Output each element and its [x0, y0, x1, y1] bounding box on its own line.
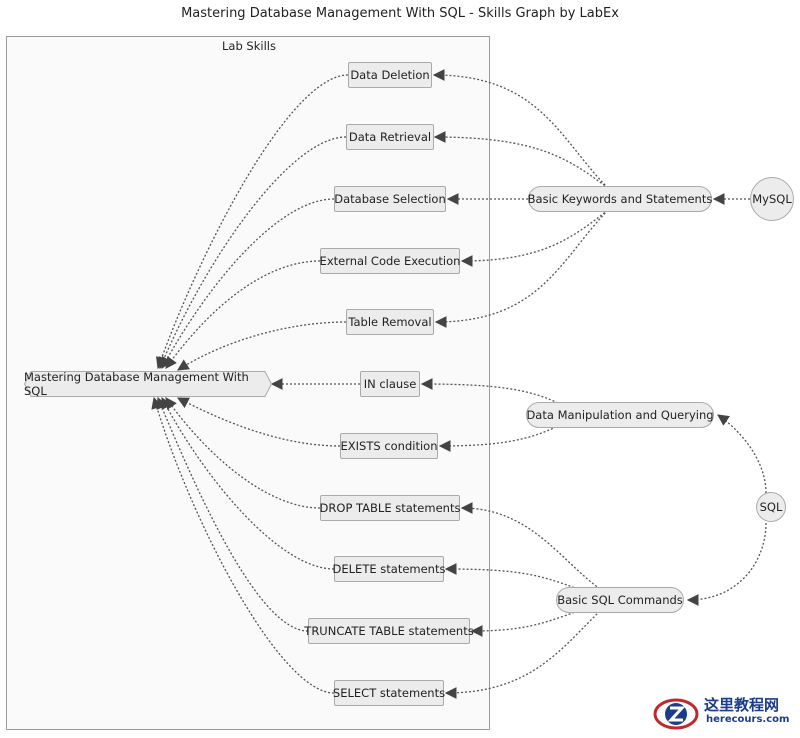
skill-label: Data Retrieval	[348, 130, 432, 144]
skill-node-table-removal[interactable]: Table Removal	[346, 309, 434, 335]
skill-node-delete-statements[interactable]: DELETE statements	[332, 556, 446, 582]
root-label: MySQL	[752, 192, 792, 206]
root-label: SQL	[759, 500, 783, 514]
group-node-basic-keywords[interactable]: Basic Keywords and Statements	[528, 186, 712, 212]
watermark-logo: 这里教程网 herecours.com	[652, 692, 798, 734]
skill-node-exists-condition[interactable]: EXISTS condition	[340, 433, 438, 459]
watermark-cn-text: 这里教程网	[704, 696, 780, 714]
skill-label: Table Removal	[348, 315, 432, 329]
skill-label: SELECT statements	[332, 686, 446, 700]
skill-label: Data Deletion	[350, 68, 430, 82]
skill-label: Database Selection	[334, 192, 446, 206]
skill-label: TRUNCATE TABLE statements	[304, 624, 474, 638]
group-node-data-manipulation[interactable]: Data Manipulation and Querying	[526, 402, 714, 428]
edge-sql-to-dmq	[717, 414, 767, 494]
skill-node-database-selection[interactable]: Database Selection	[334, 186, 446, 212]
skill-label: DELETE statements	[332, 562, 446, 576]
hexagon-shape	[24, 371, 272, 397]
center-node-label: Mastering Database Management With SQL	[24, 370, 249, 398]
skill-node-drop-table[interactable]: DROP TABLE statements	[320, 495, 460, 521]
skill-node-truncate-table[interactable]: TRUNCATE TABLE statements	[304, 618, 474, 644]
z-logo-icon	[653, 698, 699, 730]
skill-node-select-statements[interactable]: SELECT statements	[332, 680, 446, 706]
group-label: Basic Keywords and Statements	[527, 192, 713, 206]
skill-label: DROP TABLE statements	[319, 501, 461, 515]
group-node-basic-sql-commands[interactable]: Basic SQL Commands	[556, 587, 684, 613]
root-node-mysql[interactable]: MySQL	[750, 177, 794, 221]
skill-node-data-deletion[interactable]: Data Deletion	[348, 62, 432, 88]
cluster-label: Lab Skills	[222, 39, 276, 53]
center-node-mastering-db[interactable]: Mastering Database Management With SQL	[24, 370, 272, 398]
diagram-title: Mastering Database Management With SQL -…	[181, 6, 619, 21]
skill-node-external-code-execution[interactable]: External Code Execution	[320, 248, 460, 274]
group-label: Basic SQL Commands	[557, 593, 683, 607]
root-node-sql[interactable]: SQL	[756, 492, 786, 522]
skill-label: IN clause	[363, 377, 417, 391]
skill-label: EXISTS condition	[340, 439, 438, 453]
skill-node-data-retrieval[interactable]: Data Retrieval	[346, 124, 434, 150]
group-label: Data Manipulation and Querying	[526, 408, 714, 422]
skill-node-in-clause[interactable]: IN clause	[360, 371, 420, 397]
skill-label: External Code Execution	[319, 254, 461, 268]
edge-sql-to-bsc	[686, 522, 767, 606]
watermark-en-text: herecours.com	[706, 714, 790, 725]
